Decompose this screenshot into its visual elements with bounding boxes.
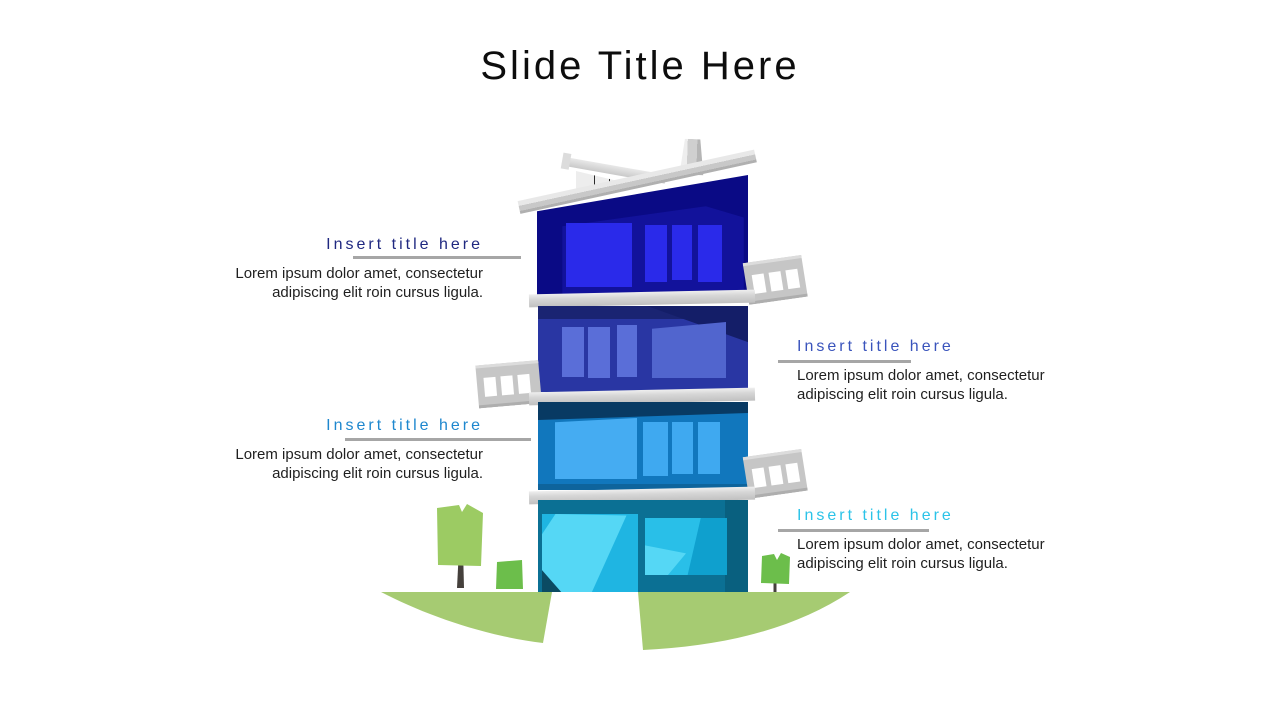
callout-4-body: Lorem ipsum dolor amet, consectetur adip…: [797, 536, 1045, 572]
callout-3-underline: [345, 438, 531, 441]
callout-1: Insert title here Lorem ipsum dolor amet…: [211, 236, 483, 302]
callout-1-underline: [353, 256, 521, 259]
callout-2-title: Insert title here: [797, 338, 954, 355]
floor-1: [538, 500, 748, 592]
ground-scene: [381, 504, 850, 650]
slide-title: Slide Title Here: [480, 44, 800, 88]
floor-3-window: [588, 327, 610, 378]
callout-4-title: Insert title here: [797, 507, 954, 524]
floor-4: [537, 170, 748, 295]
floor-2-window: [643, 422, 668, 476]
callout-3-body: Lorem ipsum dolor amet, consectetur adip…: [235, 446, 483, 482]
callout-1-body: Lorem ipsum dolor amet, consectetur adip…: [235, 265, 483, 301]
tree-foliage-small: [761, 553, 790, 584]
floor-3: [538, 306, 748, 392]
floor-1-glass-door: [542, 514, 638, 592]
callout-1-title: Insert title here: [326, 236, 483, 253]
bush-foliage: [496, 560, 523, 589]
grass-left: [381, 592, 552, 643]
callout-4-underline: [778, 529, 929, 532]
floor-2-window-large: [555, 418, 637, 479]
callout-2-body: Lorem ipsum dolor amet, consectetur adip…: [797, 367, 1045, 403]
floor-3-window-large: [652, 322, 726, 378]
floor-4-window: [672, 225, 692, 280]
floor-2-window: [698, 422, 720, 474]
floor-1-window: [645, 518, 727, 575]
grass-right: [638, 592, 850, 650]
floor-2-window: [672, 422, 693, 474]
callout-4: Insert title here Lorem ipsum dolor amet…: [797, 507, 1069, 573]
callout-2-underline: [778, 360, 911, 363]
tree-foliage: [437, 504, 483, 566]
floor-4-window: [698, 225, 722, 282]
floor-4-window-large: [566, 223, 632, 287]
floor-4-window: [645, 225, 667, 282]
floor-3-window: [562, 327, 584, 377]
callout-3-title: Insert title here: [326, 417, 483, 434]
callout-2: Insert title here Lorem ipsum dolor amet…: [797, 338, 1069, 404]
floor-2: [538, 402, 748, 490]
floor-3-window: [617, 325, 637, 377]
callout-3: Insert title here Lorem ipsum dolor amet…: [211, 417, 483, 483]
